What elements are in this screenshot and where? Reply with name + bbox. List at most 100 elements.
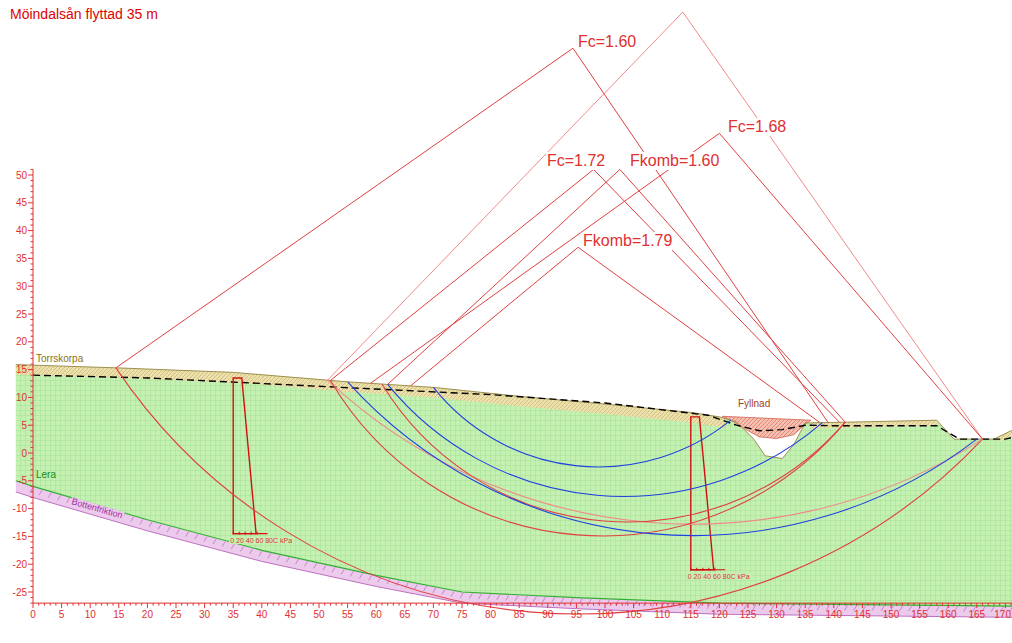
centre-lines xyxy=(330,169,839,422)
hatch-stroke xyxy=(259,551,262,556)
x-tick xyxy=(135,603,136,606)
axis-number: 170 xyxy=(994,609,1011,620)
axis-number: 60 xyxy=(371,609,382,620)
x-tick xyxy=(873,603,874,606)
x-tick xyxy=(193,603,194,606)
friction-bottom-line xyxy=(16,492,1012,618)
x-tick xyxy=(725,603,726,606)
y-tick xyxy=(31,519,34,520)
x-tick xyxy=(868,603,869,606)
x-tick xyxy=(645,603,646,606)
axis-number: 5 xyxy=(59,609,65,620)
hatch-stroke xyxy=(314,563,317,568)
x-tick xyxy=(307,603,308,606)
hatch-stroke xyxy=(964,607,967,612)
x-tick xyxy=(810,603,811,606)
hatch-stroke xyxy=(817,605,820,610)
x-tick xyxy=(891,603,892,608)
centre-lines xyxy=(411,247,821,422)
axis-number: 10 xyxy=(16,392,27,403)
scale-tick xyxy=(239,532,240,535)
y-tick xyxy=(28,508,33,509)
hatch-stroke xyxy=(845,605,848,610)
y-tick xyxy=(28,397,33,398)
axis-number: 50 xyxy=(313,609,324,620)
x-tick xyxy=(965,603,966,606)
y-tick xyxy=(28,564,33,565)
x-tick xyxy=(524,603,525,606)
y-tick xyxy=(28,202,33,203)
hatch-stroke xyxy=(936,606,939,611)
x-tick xyxy=(130,603,131,606)
x-tick xyxy=(113,603,114,606)
y-tick xyxy=(31,336,34,337)
x-tick xyxy=(107,603,108,606)
axis-number: 35 xyxy=(228,609,239,620)
hatch-stroke xyxy=(268,553,271,558)
hatch-stroke xyxy=(424,586,427,591)
y-tick xyxy=(31,547,34,548)
slip-circle xyxy=(388,384,823,496)
hatch-stroke xyxy=(552,598,555,603)
x-tick xyxy=(507,603,508,606)
x-tick xyxy=(702,603,703,606)
y-tick xyxy=(28,175,33,176)
x-tick xyxy=(759,603,760,606)
hatch-stroke xyxy=(67,498,70,503)
centre-lines xyxy=(388,169,846,422)
x-tick xyxy=(364,603,365,606)
y-tick xyxy=(28,286,33,287)
hatch-stroke xyxy=(524,596,527,601)
hatch-stroke xyxy=(149,522,152,527)
x-tick xyxy=(530,603,531,606)
x-tick xyxy=(765,603,766,606)
x-tick xyxy=(164,603,165,606)
hatch-stroke xyxy=(716,604,719,609)
x-tick xyxy=(879,603,880,606)
y-tick xyxy=(31,325,34,326)
hatch-stroke xyxy=(451,591,454,596)
friction-layer xyxy=(16,481,1012,618)
x-tick xyxy=(953,603,954,606)
axis-number: 50 xyxy=(16,170,27,181)
x-tick xyxy=(839,603,840,606)
axis-number: 5 xyxy=(21,420,27,431)
friction-hatch xyxy=(30,487,1012,612)
y-tick xyxy=(31,514,34,515)
x-tick xyxy=(753,603,754,606)
x-tick xyxy=(124,603,125,606)
x-tick xyxy=(667,603,668,606)
hatch-stroke xyxy=(231,544,234,549)
x-tick xyxy=(381,603,382,606)
x-tick xyxy=(324,603,325,606)
axis-number: -5 xyxy=(18,475,27,486)
x-tick xyxy=(210,603,211,606)
y-tick xyxy=(31,364,34,365)
axis-number: -20 xyxy=(13,559,27,570)
x-tick xyxy=(719,603,720,608)
y-tick xyxy=(31,275,34,276)
x-tick xyxy=(158,603,159,606)
x-tick xyxy=(84,603,85,606)
slip-circle xyxy=(348,382,977,536)
hatch-stroke xyxy=(533,597,536,602)
x-tick xyxy=(256,603,257,606)
y-tick xyxy=(31,297,34,298)
y-tick xyxy=(31,469,34,470)
x-tick xyxy=(421,603,422,606)
axis-number: 75 xyxy=(456,609,467,620)
x-tick xyxy=(444,603,445,606)
slip-circle xyxy=(382,384,845,522)
axis-number: 100 xyxy=(597,609,614,620)
x-tick xyxy=(799,603,800,606)
hatch-stroke xyxy=(305,561,308,566)
hatch-stroke xyxy=(286,557,289,562)
x-tick xyxy=(936,603,937,606)
y-tick xyxy=(31,530,34,531)
x-tick xyxy=(925,603,926,606)
axis-number: 120 xyxy=(711,609,728,620)
scale-tick xyxy=(696,568,697,571)
x-tick xyxy=(993,603,994,606)
y-tick xyxy=(31,464,34,465)
y-tick xyxy=(31,219,34,220)
